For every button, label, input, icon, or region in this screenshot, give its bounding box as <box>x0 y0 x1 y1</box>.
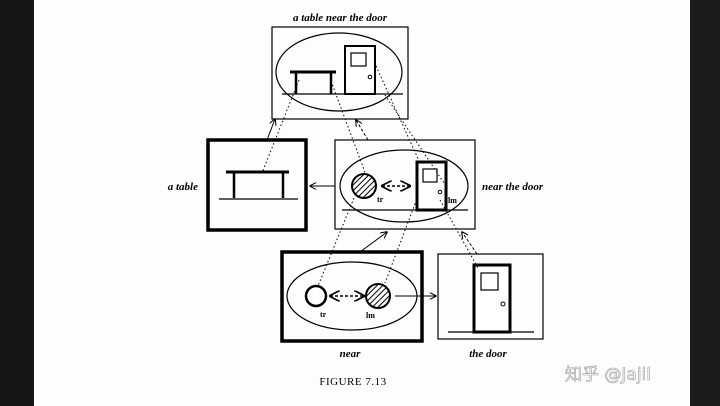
door-icon <box>415 160 448 212</box>
top-box <box>271 26 409 120</box>
figure-caption: FIGURE 7.13 <box>319 376 386 388</box>
door-icon <box>344 45 376 95</box>
label-the-door: the door <box>469 348 507 360</box>
table-icon <box>226 170 289 198</box>
right-box <box>334 139 476 230</box>
label-a-table-near-the-door: a table near the door <box>293 12 388 24</box>
dashed-arrows <box>356 120 478 255</box>
label-near: near <box>340 348 362 360</box>
left-box <box>206 138 308 232</box>
correspondence-lines <box>261 65 479 287</box>
watermark: 知乎 @Jajil <box>565 365 651 385</box>
table-icon <box>290 70 336 94</box>
left-dark-border <box>0 0 34 406</box>
bottom-right-box <box>437 253 544 340</box>
label-near-the-door: near the door <box>482 181 544 193</box>
right-dark-border <box>690 0 720 406</box>
trajector-circle-icon <box>304 284 328 308</box>
label-lm: lm <box>366 311 375 320</box>
door-icon <box>472 263 512 334</box>
label-tr: tr <box>377 195 384 204</box>
composition-arrows <box>266 119 436 296</box>
label-tr: tr <box>320 310 327 319</box>
landmark-circle-icon <box>365 283 391 309</box>
label-lm: lm <box>448 196 457 205</box>
trajector-circle-icon <box>351 173 377 199</box>
label-a-table: a table <box>168 181 198 193</box>
